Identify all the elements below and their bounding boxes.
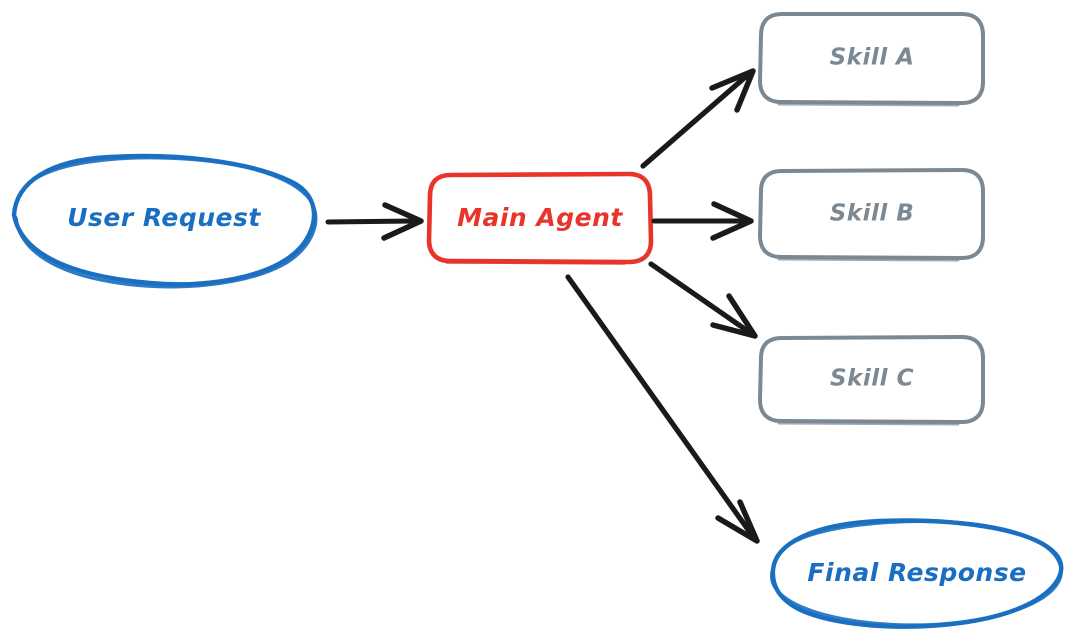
node-label-skill-a: Skill A — [830, 45, 915, 71]
user-request-ellipse-outline — [11, 153, 317, 287]
skill-b-box-outline — [758, 168, 985, 260]
arrowhead-icon — [710, 293, 758, 339]
node-label-skill-b: Skill B — [830, 201, 915, 227]
main-agent-box-outline — [426, 171, 654, 265]
edge-user-request-to-main-agent — [325, 202, 424, 241]
node-label-main-agent: Main Agent — [457, 203, 623, 232]
node-user-request[interactable]: User Request — [11, 153, 318, 289]
node-skill-c[interactable]: Skill C — [758, 335, 985, 426]
edge-line — [325, 218, 417, 225]
node-label-skill-c: Skill C — [830, 366, 914, 392]
arrowhead-icon — [381, 202, 424, 241]
node-final-response[interactable]: Final Response — [770, 518, 1064, 629]
arrowhead-icon — [710, 201, 754, 241]
arrowhead-icon — [709, 68, 756, 113]
final-response-ellipse-outline — [770, 518, 1064, 629]
edge-main-agent-to-skill-b — [651, 201, 754, 241]
edge-line — [565, 274, 757, 541]
arrowhead-icon — [715, 499, 760, 544]
edge-main-agent-to-skill-a — [640, 68, 756, 169]
node-main-agent[interactable]: Main Agent — [426, 171, 654, 265]
main-agent-box-sketch-overstroke — [445, 260, 626, 265]
node-label-final-response: Final Response — [807, 558, 1026, 587]
skill-c-box-outline — [758, 335, 985, 424]
skill-a-box-outline — [758, 12, 985, 105]
edge-line — [648, 261, 755, 337]
skill-c-box-sketch-overstroke — [777, 421, 960, 426]
edge-main-agent-to-skill-c — [648, 261, 758, 339]
skill-b-box-sketch-overstroke — [777, 257, 960, 262]
edge-main-agent-to-final-response — [565, 274, 760, 544]
user-request-ellipse-sketch-overstroke — [14, 156, 318, 289]
node-skill-a[interactable]: Skill A — [758, 12, 985, 107]
node-label-user-request: User Request — [67, 203, 261, 232]
final-response-ellipse-sketch-overstroke — [770, 519, 1063, 627]
skill-a-box-sketch-overstroke — [777, 102, 960, 107]
edge-line — [640, 70, 753, 169]
node-skill-b[interactable]: Skill B — [758, 168, 985, 262]
